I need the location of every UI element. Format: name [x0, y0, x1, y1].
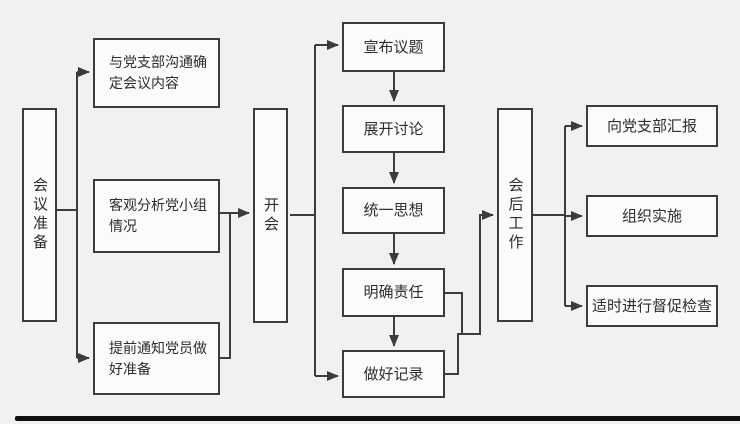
node-hold-meeting: 开会: [253, 108, 288, 323]
node-work-report-to-branch: 向党支部汇报: [586, 105, 718, 147]
node-label: 提前通知党员做好准备: [109, 339, 207, 377]
edge-step4-out: [445, 292, 463, 334]
bottom-border-bar: [15, 416, 740, 421]
node-label: 与党支部沟通确定会议内容: [109, 54, 207, 91]
edge-task3-to-meet: [220, 213, 231, 359]
node-post-meeting-work-label: 会后工作: [506, 177, 524, 253]
node-step-take-minutes: 做好记录: [342, 350, 445, 398]
node-meeting-prep-label: 会议准备: [31, 177, 48, 253]
node-label: 做好记录: [363, 365, 424, 383]
node-step-clarify-responsibility: 明确责任: [342, 268, 445, 317]
node-label: 宣布议题: [363, 38, 424, 56]
node-label: 向党支部汇报: [606, 117, 697, 135]
node-post-meeting-work: 会后工作: [497, 108, 533, 322]
node-work-supervise-inspect: 适时进行督促检查: [586, 285, 718, 327]
node-meeting-prep: 会议准备: [22, 108, 57, 322]
node-hold-meeting-label: 开会: [262, 196, 279, 235]
node-label: 客观分析党小组情况: [109, 197, 207, 234]
node-label: 展开讨论: [363, 120, 424, 138]
node-label: 明确责任: [363, 284, 424, 301]
edge-step5-to-post: [445, 210, 494, 375]
node-label: 统一思想: [363, 202, 424, 219]
node-step-announce-topics: 宣布议题: [342, 22, 445, 72]
node-prep-task-communicate-content: 与党支部沟通确定会议内容: [93, 38, 220, 108]
node-step-unify-thinking: 统一思想: [342, 187, 445, 234]
node-label: 组织实施: [621, 207, 682, 225]
node-prep-task-notify-members: 提前通知党员做好准备: [93, 322, 220, 395]
node-prep-task-analyze-group: 客观分析党小组情况: [93, 179, 220, 253]
node-step-discussion: 展开讨论: [342, 105, 445, 153]
node-label: 适时进行督促检查: [591, 297, 712, 315]
node-work-organize-implementation: 组织实施: [586, 195, 718, 237]
